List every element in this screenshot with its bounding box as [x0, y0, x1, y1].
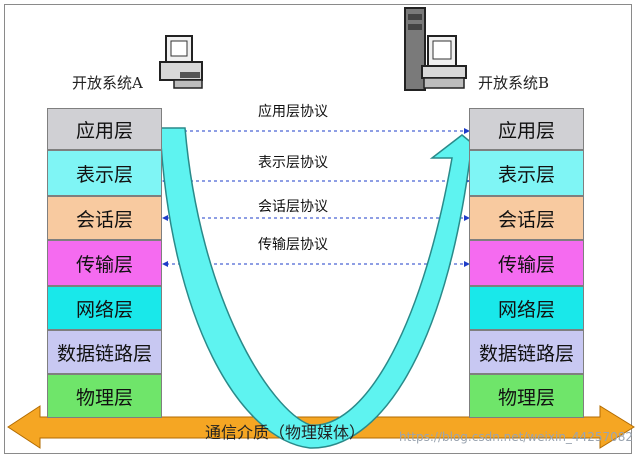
layer-a-physical: 物理层	[47, 374, 162, 418]
system-a-label: 开放系统A	[72, 74, 143, 92]
layer-b-session: 会话层	[469, 196, 584, 240]
layer-b-application: 应用层	[469, 108, 584, 150]
layer-a-presentation: 表示层	[47, 150, 162, 196]
layer-a-network: 网络层	[47, 286, 162, 330]
computer-b-icon	[404, 7, 467, 91]
layer-a-transport: 传输层	[47, 240, 162, 286]
layer-a-session: 会话层	[47, 196, 162, 240]
diagram-frame	[4, 4, 632, 454]
protocol-label-presentation: 表示层协议	[258, 155, 328, 171]
protocol-label-session: 会话层协议	[258, 199, 328, 215]
medium-label: 通信介质（物理媒体）	[205, 423, 366, 442]
layer-b-transport: 传输层	[469, 240, 584, 286]
layer-b-datalink: 数据链路层	[469, 330, 584, 374]
layer-a-datalink: 数据链路层	[47, 330, 162, 374]
layer-b-presentation: 表示层	[469, 150, 584, 196]
layer-b-physical: 物理层	[469, 374, 584, 418]
protocol-label-transport: 传输层协议	[258, 237, 328, 253]
protocol-label-application: 应用层协议	[258, 104, 328, 120]
layer-a-application: 应用层	[47, 108, 162, 150]
flow-arrow	[159, 127, 493, 449]
system-b-label: 开放系统B	[478, 74, 550, 92]
layer-b-network: 网络层	[469, 286, 584, 330]
watermark-text: https://blog.csdn.net/weixin_44257082	[398, 430, 633, 444]
computer-a-icon	[159, 35, 203, 89]
